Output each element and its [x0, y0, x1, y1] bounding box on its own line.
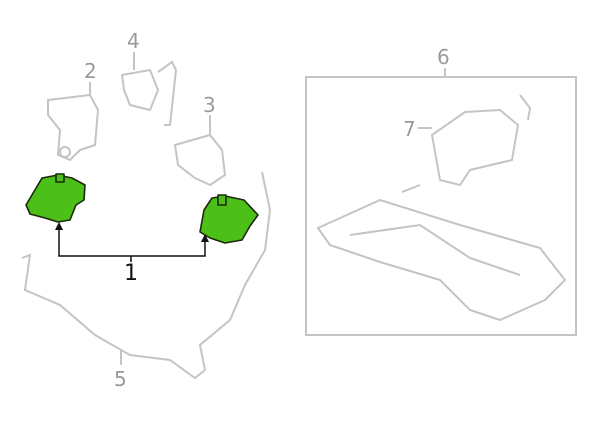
callout-1: 1: [124, 261, 138, 286]
callout-6: 6: [437, 45, 450, 69]
part-6-box: [305, 76, 577, 336]
callout-5: 5: [114, 367, 127, 391]
part-1-mount-left[interactable]: [25, 173, 86, 223]
part-1-mount-right[interactable]: [199, 194, 259, 244]
part-5-harness: [21, 171, 272, 380]
part-6-crossmember: [317, 199, 566, 321]
callout-2: 2: [84, 59, 97, 83]
callout-7: 7: [403, 117, 416, 141]
callout-3: 3: [203, 93, 216, 117]
part-2-bracket: [47, 82, 99, 161]
part-3-bracket: [174, 115, 226, 186]
part-7-mount: [401, 94, 532, 193]
callout-4: 4: [127, 29, 140, 53]
part-4-sensor: [121, 52, 178, 126]
